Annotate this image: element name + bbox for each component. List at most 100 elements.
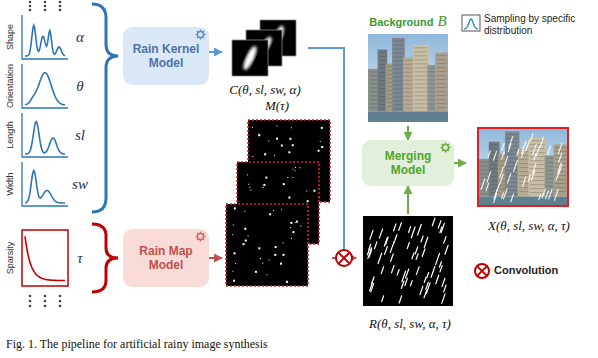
illustration-part [437, 107, 447, 108]
illustration-part [394, 96, 404, 97]
illustration-part [266, 274, 267, 275]
illustration-part [381, 267, 383, 274]
figure-label: B [438, 13, 447, 29]
illustration-part [505, 131, 519, 196]
illustration-part [232, 271, 233, 272]
flow-arrow [454, 162, 466, 164]
illustration-part [429, 75, 436, 76]
illustration-part [424, 291, 426, 298]
illustration-part [405, 100, 413, 101]
illustration-part [480, 161, 490, 162]
illustration-part [412, 253, 414, 259]
illustration-part [384, 238, 387, 246]
illustration-part [25, 122, 65, 154]
illustration-part [399, 296, 402, 303]
illustration-part [394, 56, 404, 57]
illustration-part [441, 143, 451, 153]
distribution-plot [22, 113, 68, 157]
illustration-part [235, 263, 236, 264]
illustration-part [286, 281, 288, 283]
illustration-part [519, 179, 529, 180]
rain-layer-image [363, 216, 453, 306]
illustration-part [387, 66, 392, 67]
box-label: Rain Kernel Model [131, 42, 201, 70]
illustration-part [414, 47, 427, 48]
illustration-part [416, 267, 419, 275]
illustration-part [507, 178, 518, 179]
illustration-part [477, 266, 487, 276]
gear-icon [195, 231, 206, 242]
illustration-part [522, 177, 525, 187]
illustration-part [410, 281, 412, 286]
illustration-part [418, 224, 422, 235]
illustration-part [437, 71, 447, 72]
illustration-part [531, 134, 533, 141]
illustration-part [394, 80, 404, 81]
distribution-plot [22, 15, 68, 59]
illustration-part [248, 235, 249, 236]
rainy-image: X(θ, sl, sw, α, τ) [466, 124, 592, 234]
illustration-part [25, 171, 65, 203]
illustration-part [394, 88, 404, 89]
illustration-part [385, 246, 388, 254]
illustration-part [416, 254, 418, 260]
illustration-part [405, 96, 413, 97]
city-photo [368, 34, 448, 122]
illustration-part [252, 156, 253, 157]
illustration-part [549, 190, 552, 199]
illustration-part [379, 80, 386, 81]
illustration-part [555, 183, 566, 184]
illustration-part [445, 245, 448, 254]
illustration-part [406, 269, 409, 278]
illustration-part [292, 144, 294, 146]
illustration-part [263, 184, 265, 186]
illustration-part [264, 153, 266, 155]
ellipsis-dot [29, 1, 32, 4]
illustration-part [540, 138, 544, 148]
illustration-part [265, 177, 267, 179]
illustration-part [198, 32, 204, 38]
illustration-part [391, 254, 394, 261]
illustration-part [507, 174, 518, 175]
ellipsis-dot [29, 9, 32, 12]
illustration-part [306, 191, 307, 192]
illustration-part [25, 25, 65, 56]
illustration-part [414, 91, 427, 92]
illustration-part [437, 103, 447, 104]
illustration-part [379, 84, 386, 85]
legend-text: Sampling by specific distribution [484, 13, 594, 37]
illustration-part [379, 104, 386, 105]
illustration-part [528, 138, 546, 197]
illustration-part [558, 144, 562, 154]
illustration-part [402, 271, 406, 282]
illustration-part [542, 189, 545, 198]
illustration-part [318, 150, 320, 152]
parameter-symbol: sl [75, 127, 85, 144]
illustration-part [295, 170, 296, 171]
figure-label: X(θ, sl, sw, α, τ) [488, 218, 570, 234]
illustration-part [422, 249, 425, 257]
illustration-part [196, 30, 206, 40]
illustration-part [405, 278, 407, 285]
illustration-part [387, 82, 392, 83]
illustration-part [392, 266, 395, 273]
illustration-part [274, 254, 276, 256]
flow-arrow [407, 186, 409, 214]
illustration-part [480, 173, 490, 174]
flow-arrow [209, 51, 222, 53]
convolution-symbol [475, 264, 489, 278]
parameter-symbol: τ [77, 250, 82, 267]
illustration-part [370, 87, 378, 88]
illustration-part [379, 72, 386, 73]
illustration-part [387, 78, 392, 79]
illustration-part [22, 15, 68, 59]
illustration-part [368, 69, 379, 112]
illustration-part [291, 127, 292, 128]
city-photo [478, 128, 568, 206]
ellipsis-dot [44, 295, 47, 298]
illustration-part [403, 57, 414, 111]
illustration-part [394, 100, 404, 101]
ellipsis-dot [44, 9, 47, 12]
illustration-part [490, 172, 498, 173]
illustration-part [25, 73, 65, 105]
